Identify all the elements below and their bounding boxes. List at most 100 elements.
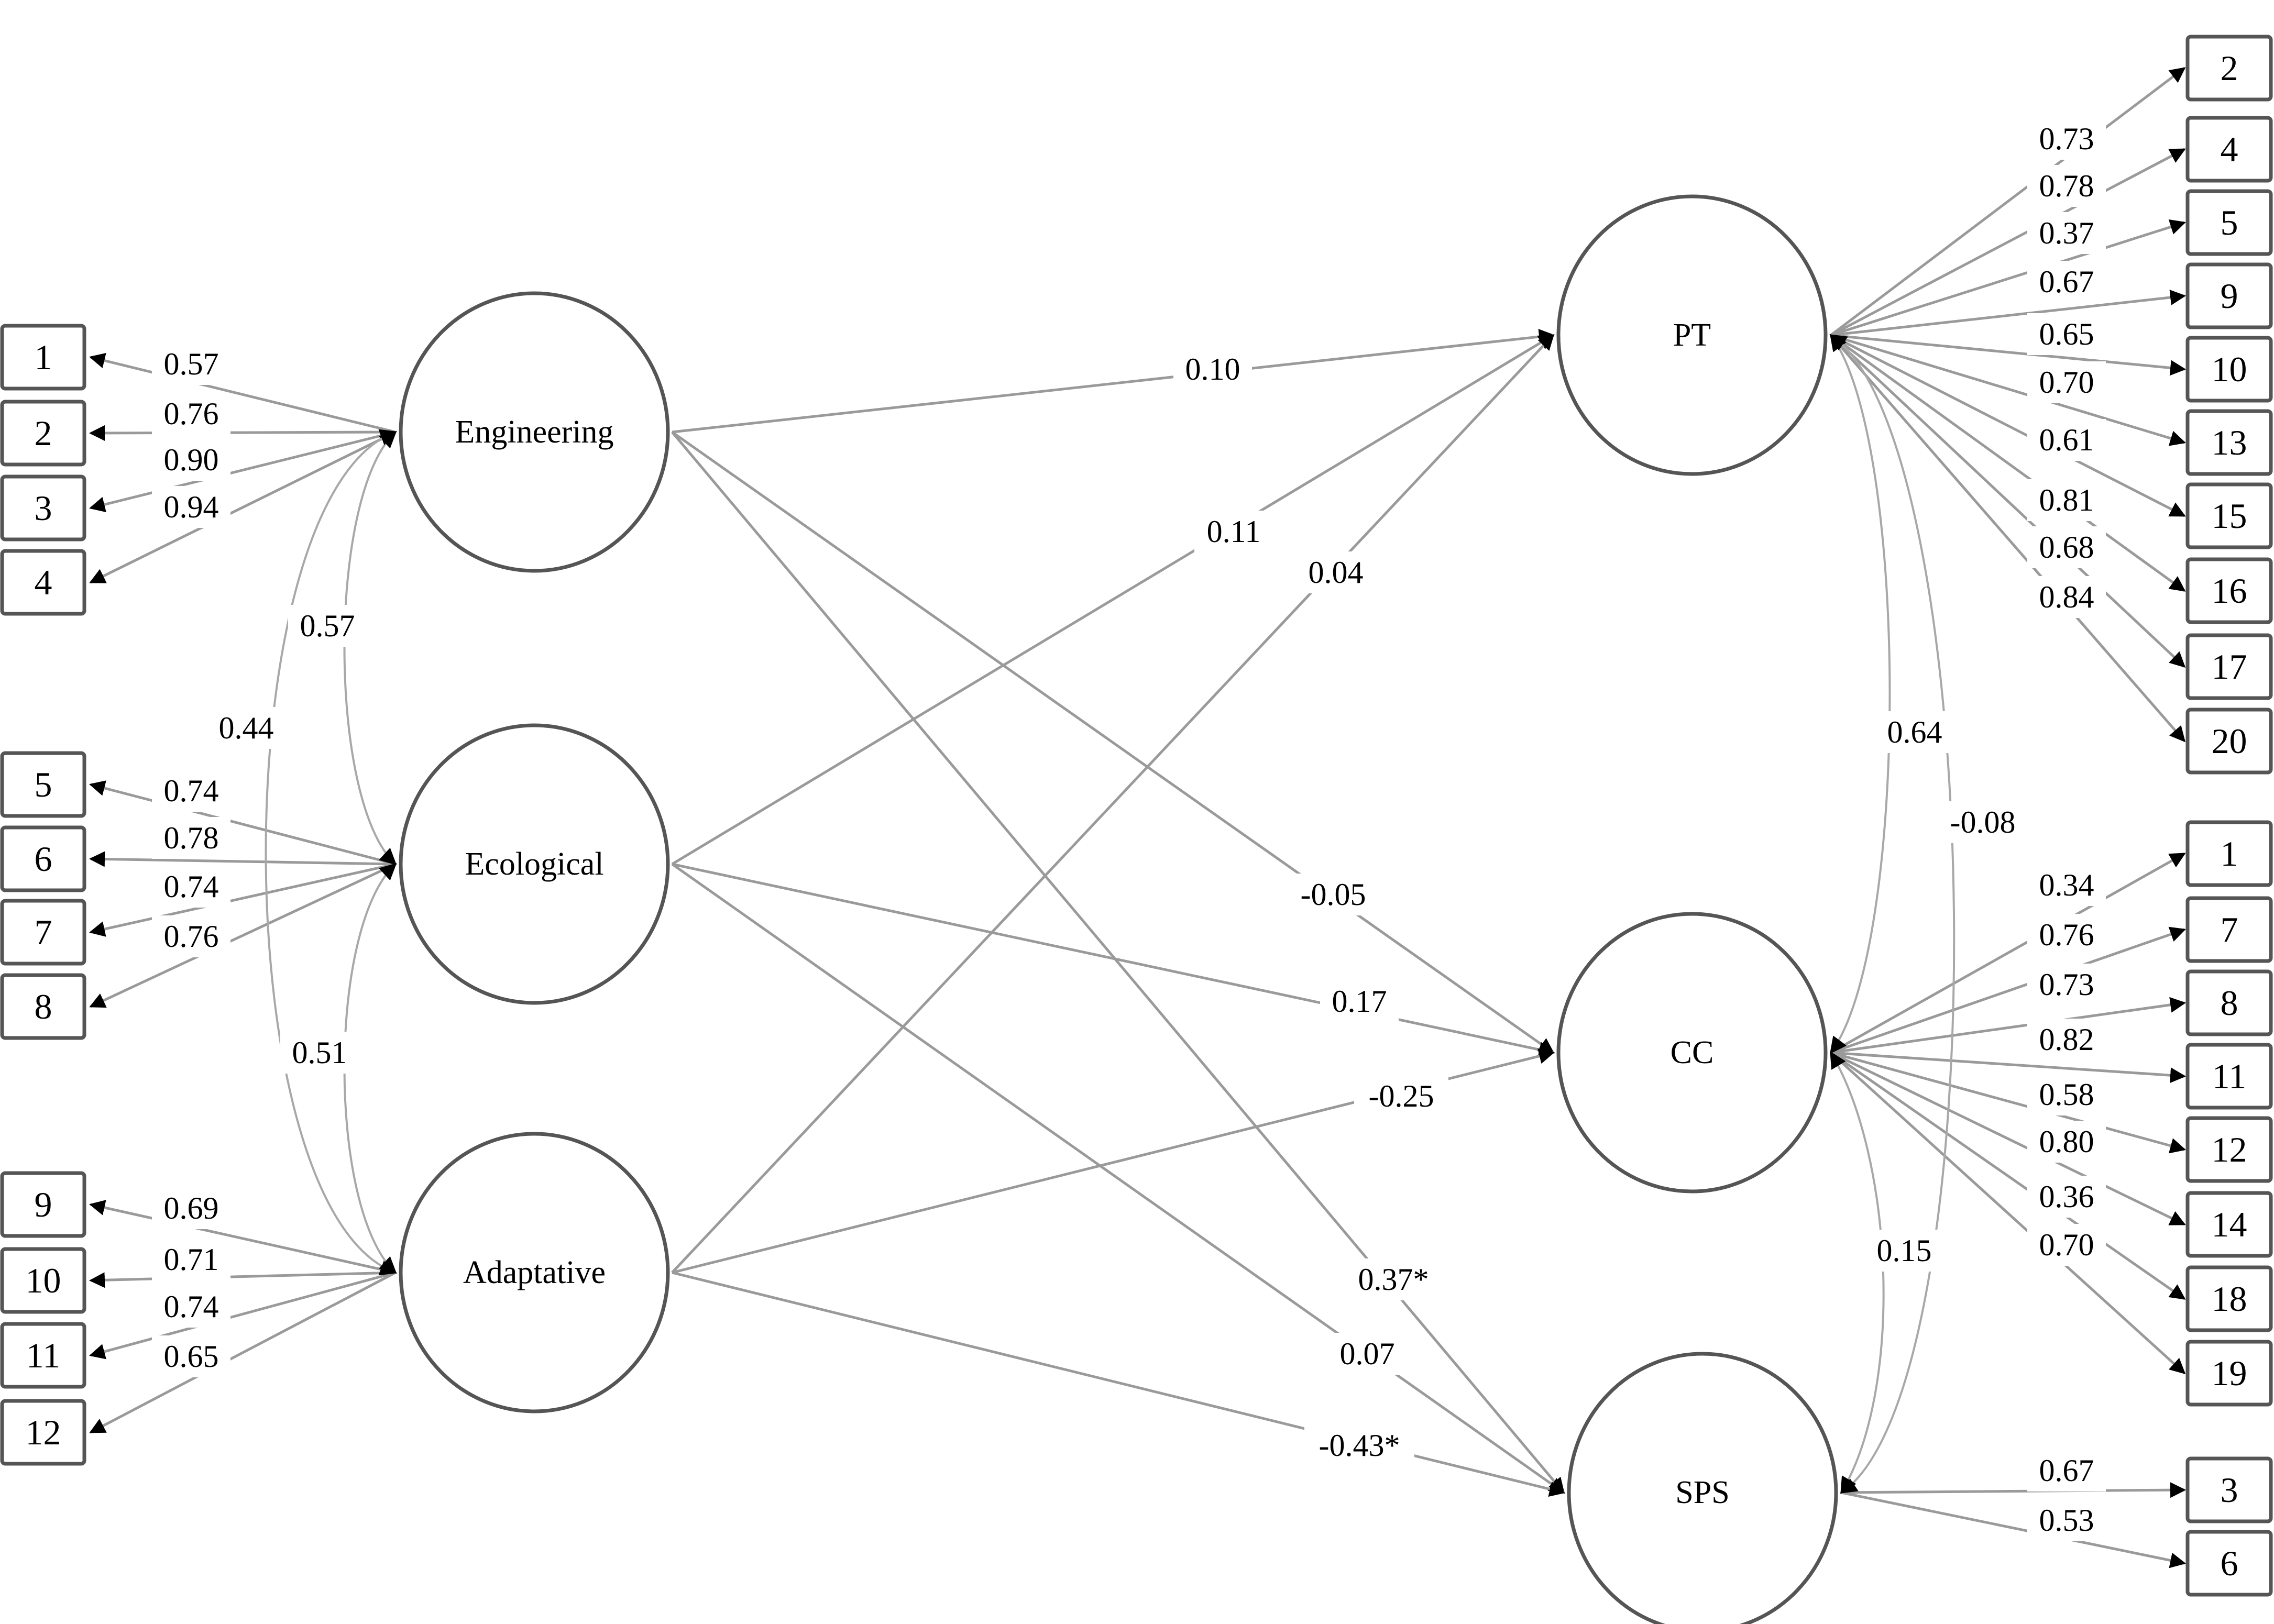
indicator-box [2185, 969, 2273, 1036]
latent-label: SPS [1675, 1475, 1729, 1510]
loading-value-bg [152, 439, 230, 481]
loading-value: 0.36 [2039, 1179, 2094, 1214]
indicator-box [0, 973, 86, 1040]
loading-value-bg [2027, 261, 2106, 303]
loading-value-bg [2027, 313, 2106, 355]
loading-arrow-pt-17 [1830, 334, 2186, 668]
indicator-label: 9 [35, 1185, 52, 1224]
loading-value: 0.73 [2039, 967, 2094, 1002]
loading-arrow-eng-3 [89, 430, 396, 513]
indicator-label: 7 [2221, 910, 2238, 949]
loading-value: 0.65 [2039, 317, 2094, 351]
loading-value: 0.70 [2039, 1228, 2094, 1262]
loading-arrow-ada-12 [89, 1271, 397, 1434]
loading-value-bg [152, 343, 230, 385]
path-coefficient: 0.11 [1207, 514, 1261, 549]
indicator-label: 19 [2212, 1353, 2247, 1393]
loading-arrow-cc-7 [1830, 926, 2186, 1054]
indicator-box [0, 549, 86, 616]
correlation-value-bg [207, 707, 285, 749]
indicator-label: 2 [2221, 48, 2238, 88]
structural-path-eco-pt [671, 334, 1555, 866]
loading-value: 0.74 [164, 774, 219, 808]
indicator-label: 6 [35, 839, 52, 879]
indicator-box [2185, 708, 2273, 775]
indicator-box [0, 474, 86, 542]
path-coefficient: 0.10 [1185, 352, 1240, 386]
loading-value-bg [152, 1239, 230, 1280]
correlation-value: 0.57 [300, 609, 355, 643]
indicator-label: 18 [2212, 1279, 2247, 1319]
correlation-value: 0.15 [1877, 1233, 1932, 1268]
loading-value-bg [2027, 419, 2106, 461]
loading-arrow-eng-4 [89, 430, 397, 584]
indicator-label: 4 [35, 562, 52, 602]
loading-arrow-cc-1 [1830, 852, 2186, 1054]
labels-layer: 0.570.760.900.940.740.780.740.760.690.71… [152, 118, 2106, 1541]
loading-arrow-pt-15 [1830, 334, 2186, 517]
loading-arrow-pt-16 [1830, 334, 2186, 592]
latent-eng [399, 291, 670, 573]
loading-arrow-eco-8 [89, 863, 397, 1008]
loading-value-bg [2027, 1176, 2106, 1218]
indicator-label: 4 [2221, 129, 2238, 169]
loading-arrow-eco-7 [89, 863, 396, 937]
indicator-box [2185, 1043, 2273, 1110]
loading-arrow-pt-5 [1830, 219, 2186, 337]
loading-arrow-pt-10 [1830, 334, 2186, 376]
latent-cc [1556, 912, 1828, 1194]
loading-value-bg [152, 817, 230, 859]
correlation-value-bg [1936, 801, 2030, 843]
loading-arrow-pt-2 [1830, 67, 2186, 336]
loading-value-bg [152, 866, 230, 908]
loading-value: 0.37 [2039, 216, 2094, 250]
indicator-label: 13 [2212, 423, 2247, 462]
indicator-label: 5 [2221, 203, 2238, 242]
loading-value-bg [152, 1335, 230, 1377]
loading-value-bg [152, 1187, 230, 1229]
indicator-box [2185, 896, 2273, 963]
loading-arrow-cc-19 [1830, 1052, 2186, 1375]
indicator-label: 9 [2221, 276, 2238, 316]
loading-value-bg [152, 393, 230, 435]
indicator-box [2185, 820, 2273, 887]
structural-path-eng-cc [671, 430, 1555, 1054]
indicator-box [0, 1171, 86, 1238]
loading-value-bg [2027, 1499, 2106, 1541]
loading-value: 0.70 [2039, 365, 2094, 400]
path-coefficient: 0.37* [1358, 1262, 1429, 1297]
loading-value: 0.78 [164, 821, 219, 855]
correlation-value-bg [1875, 711, 1954, 753]
indicator-box [0, 1322, 86, 1389]
indicator-label: 10 [26, 1261, 61, 1300]
indicator-label: 12 [2212, 1130, 2247, 1169]
indicator-box [2185, 336, 2273, 403]
loading-value: 0.82 [2039, 1022, 2094, 1057]
indicator-box [0, 899, 86, 966]
loading-value-bg [152, 770, 230, 812]
loading-arrow-pt-13 [1830, 334, 2186, 446]
loading-value: 0.73 [2039, 121, 2094, 156]
path-coefficient-bg [1304, 1424, 1414, 1466]
indicator-label: 6 [2221, 1543, 2238, 1583]
latent-label: PT [1673, 317, 1711, 353]
correlation-eng-eco [343, 430, 397, 866]
correlation-eng-ada [265, 429, 398, 1276]
latent-label: Adaptative [463, 1255, 606, 1290]
loading-arrow-cc-14 [1830, 1051, 2186, 1226]
loading-arrow-eng-2 [89, 425, 396, 441]
indicator-label: 3 [2221, 1470, 2238, 1510]
structural-path-ada-sps [672, 1271, 1565, 1497]
indicator-label: 5 [35, 765, 52, 804]
nodes-layer: 1234567891011122459101315161720178111214… [0, 35, 2273, 1624]
loading-value: 0.81 [2039, 483, 2094, 517]
loading-value: 0.78 [2039, 169, 2094, 203]
indicator-box [2185, 1340, 2273, 1407]
loading-value: 0.84 [2039, 580, 2094, 614]
indicator-box [2185, 482, 2273, 549]
loading-value: 0.34 [2039, 868, 2094, 902]
loading-arrow-sps-6 [1841, 1491, 2186, 1568]
indicator-box [2185, 35, 2273, 102]
loading-value: 0.74 [164, 869, 219, 904]
